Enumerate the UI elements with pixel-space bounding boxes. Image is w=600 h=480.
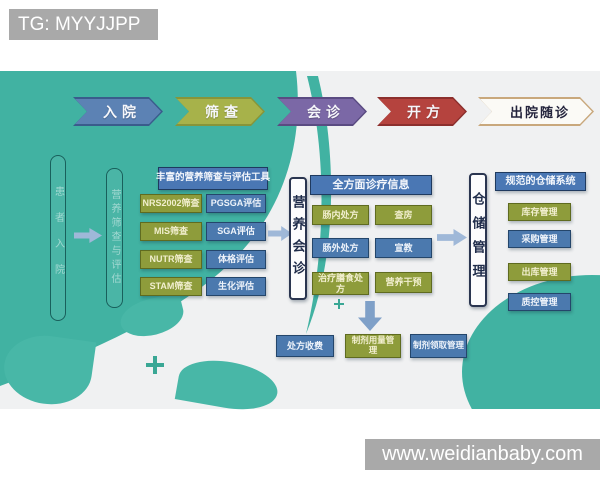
flow-step-prescribe: 开方 xyxy=(377,97,467,126)
screening-tool-node: MIS筛查 xyxy=(140,222,202,241)
treatment-node: 宣教 xyxy=(375,238,432,258)
treatment-node: 治疗膳食处方 xyxy=(312,272,369,295)
flow-step-label: 出院随诊 xyxy=(509,105,570,120)
warehouse-node: 出库管理 xyxy=(508,263,571,281)
tag-label: TG: MYYJJPP xyxy=(9,9,158,40)
warehouse-node: 采购管理 xyxy=(508,230,571,248)
warehouse-node: 质控管理 xyxy=(508,293,571,311)
flow-step-label: 入院 xyxy=(103,103,141,120)
flow-step-consult: 会诊 xyxy=(277,97,367,126)
lane-warehouse-bar: 仓储管理 xyxy=(469,173,487,307)
warehouse-section-title: 规范的仓储系统 xyxy=(495,172,586,191)
treatment-node: 营养干预 xyxy=(375,272,432,293)
plus-icon xyxy=(334,299,344,309)
screening-tool-node: NUTR筛查 xyxy=(140,250,202,269)
flow-step-discharge-fill xyxy=(480,99,592,124)
treatment-node: 肠内处方 xyxy=(312,205,369,225)
flow-step-label: 开方 xyxy=(407,103,445,120)
flow-step-label: 筛查 xyxy=(205,103,243,120)
screening-section-title: 丰富的营养筛查与评估工具 xyxy=(156,167,270,190)
billing-node: 处方收费 xyxy=(276,335,334,357)
lane-consultation-bar: 营养会诊 xyxy=(289,177,307,300)
treatment-section-title: 全方面诊疗信息 xyxy=(310,175,432,195)
screening-tool-node: NRS2002筛查 xyxy=(140,194,202,213)
dosage-management-node: 制剂用量管理 xyxy=(345,334,401,358)
flow-step-screening: 筛查 xyxy=(175,97,265,126)
assessment-node: PGSGA评估 xyxy=(206,194,266,213)
collection-management-node: 制剂领取管理 xyxy=(410,334,467,358)
flow-step-consult-fill xyxy=(279,99,365,124)
watermark-label: www.weidianbaby.com xyxy=(365,439,600,470)
plus-icon xyxy=(146,356,164,374)
assessment-node: 体格评估 xyxy=(206,250,266,269)
flow-step-prescribe-fill xyxy=(379,99,465,124)
treatment-node: 肠外处方 xyxy=(312,238,369,258)
flow-step-label: 会诊 xyxy=(307,103,345,120)
assessment-node: SGA评估 xyxy=(206,222,266,241)
lane-screening-bar: 营养筛查与评估 xyxy=(106,168,123,308)
flow-step-admission-fill xyxy=(75,99,161,124)
flow-step-admission: 入院 xyxy=(73,97,163,126)
screening-tool-node: STAM筛查 xyxy=(140,277,202,296)
flow-step-screening-fill xyxy=(177,99,263,124)
treatment-node: 查房 xyxy=(375,205,432,225)
flow-step-discharge: 出院随诊 xyxy=(478,97,594,126)
assessment-node: 生化评估 xyxy=(206,277,266,296)
lane-admission-bar: 患者入院 xyxy=(50,155,66,321)
teal-crescent-shape xyxy=(306,76,332,334)
warehouse-node: 库存管理 xyxy=(508,203,571,221)
